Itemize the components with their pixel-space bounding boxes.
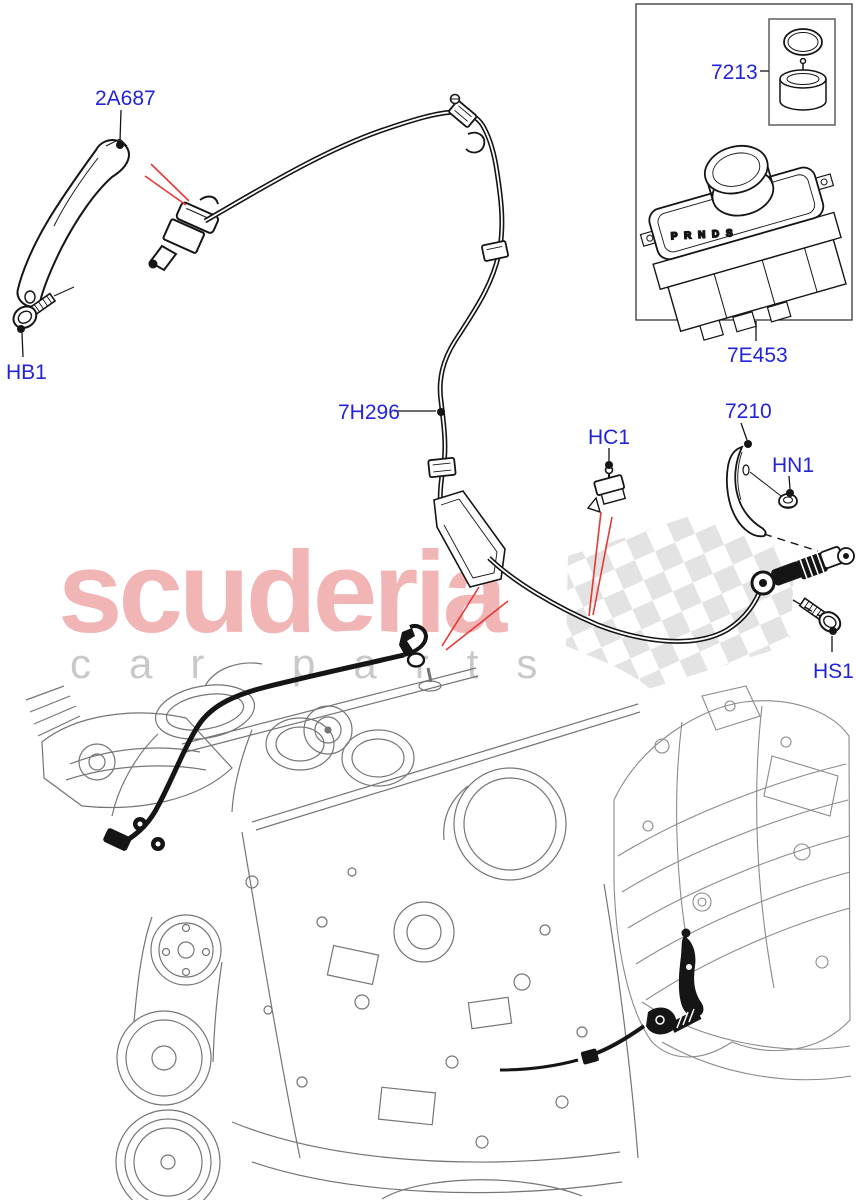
gear-position-letters: P R N D S xyxy=(671,228,735,242)
part-label-7e453[interactable]: 7E453 xyxy=(727,344,788,367)
part-label-7213[interactable]: 7213 xyxy=(711,61,758,84)
cable-clip-top xyxy=(448,93,486,154)
callouts: 2A687 HB1 7H296 HC1 7210 HN1 HS1 7213 7E… xyxy=(6,61,854,683)
gear-selector-unit: P R N D S xyxy=(639,144,847,341)
lever-bracket-7210 xyxy=(725,445,782,538)
hn1-nut xyxy=(778,493,798,509)
part-label-hc1[interactable]: HC1 xyxy=(588,426,630,449)
hc1-clip xyxy=(586,465,627,514)
transmission-lever-and-cable xyxy=(499,928,704,1072)
cable-transmission-end xyxy=(750,546,855,596)
engine-silhouette xyxy=(17,630,852,1199)
leader-2a687 xyxy=(119,109,122,142)
inset-box: P R N D S xyxy=(635,3,853,341)
watermark-brand: scuderia xyxy=(58,527,509,657)
leader-7210 xyxy=(740,422,748,441)
part-label-7210[interactable]: 7210 xyxy=(725,400,772,423)
shift-cable-7h296 xyxy=(203,93,855,644)
part-label-hs1[interactable]: HS1 xyxy=(813,660,854,683)
cable-clip-mid xyxy=(481,240,509,262)
selector-knob-part xyxy=(779,57,827,111)
o-ring xyxy=(783,28,823,56)
cable-clip-lower xyxy=(427,456,457,479)
assembly-line-cable-to-screw xyxy=(792,599,821,617)
transmission-illustration xyxy=(613,685,852,1081)
red-callout-lines xyxy=(144,163,613,651)
hs1-screw xyxy=(798,597,842,633)
part-label-hb1[interactable]: HB1 xyxy=(6,361,47,384)
hb1-bolt xyxy=(12,286,75,329)
cable-end-fitting xyxy=(148,195,220,272)
leader-hb1 xyxy=(21,332,24,358)
checkered-flag-watermark xyxy=(566,516,795,690)
leader-hn1 xyxy=(788,475,791,490)
part-label-hn1[interactable]: HN1 xyxy=(772,454,814,477)
engine-cable-and-lever xyxy=(103,624,429,851)
watermark: scuderia xyxy=(58,516,795,690)
engine-illustration xyxy=(25,662,641,1200)
part-label-7h296[interactable]: 7H296 xyxy=(338,401,400,424)
shift-cable-bracket-2a687 xyxy=(16,138,130,308)
assembly-line-bracket-to-cable xyxy=(763,533,819,552)
part-label-2a687[interactable]: 2A687 xyxy=(95,87,156,110)
watermark-tagline: car parts xyxy=(70,640,575,687)
